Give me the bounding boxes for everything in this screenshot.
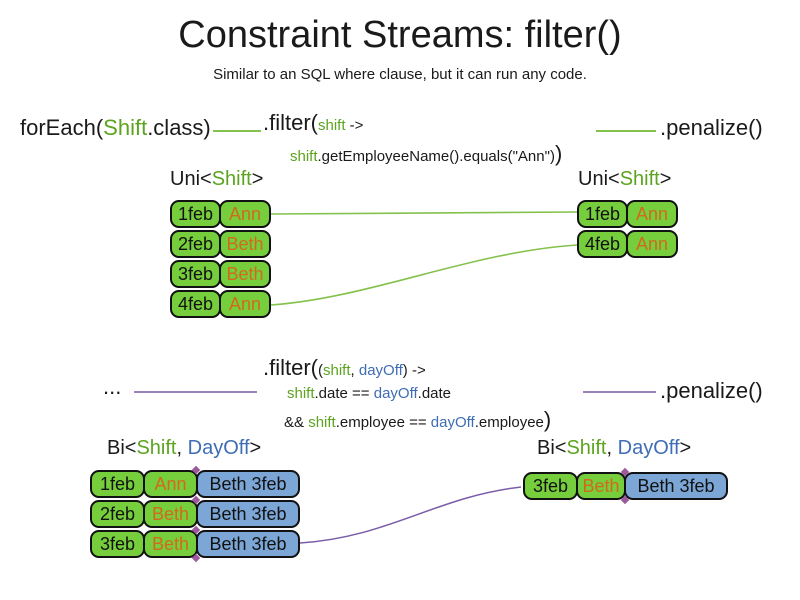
expr-shift: shift bbox=[287, 385, 315, 402]
filter-arrow: ) -> bbox=[402, 362, 426, 379]
uni-left-pre: Uni< bbox=[170, 168, 212, 190]
connector-row-4feb bbox=[270, 244, 578, 306]
bi-left-post: > bbox=[249, 437, 262, 459]
shift-date-cell: 3feb bbox=[523, 472, 578, 500]
filter-method: .filter( bbox=[263, 110, 318, 135]
shift-date-cell: 3feb bbox=[170, 260, 221, 288]
filter-code-bottom-line1: .filter((shift, dayOff) -> bbox=[263, 355, 426, 381]
uni-left-type: Shift bbox=[211, 168, 252, 190]
filter-arrow: -> bbox=[345, 117, 364, 134]
shift-name-cell: Ann bbox=[626, 230, 678, 258]
shift-date-cell: 2feb bbox=[170, 230, 221, 258]
dayoff-pair-cell: Beth 3feb bbox=[196, 530, 300, 558]
bi-left-pre: Bi< bbox=[107, 437, 137, 459]
uni-left-post: > bbox=[251, 168, 264, 190]
shift-name-cell: Beth bbox=[143, 530, 198, 558]
foreach-pre: forEach( bbox=[20, 115, 104, 140]
filter-body-var: shift bbox=[290, 148, 318, 165]
uni-label-left: Uni<Shift> bbox=[170, 168, 263, 191]
filter-close-paren: ) bbox=[543, 407, 552, 432]
penalize-code-top: .penalize() bbox=[660, 115, 763, 140]
connector-row-1feb bbox=[270, 211, 578, 215]
expr-end: .date bbox=[417, 385, 452, 402]
foreach-class: Shift bbox=[103, 115, 148, 140]
shift-date-cell: 1feb bbox=[90, 470, 145, 498]
shift-date-cell: 1feb bbox=[577, 200, 628, 228]
filter-param-sep: , bbox=[350, 362, 359, 379]
bi-left-dayoff: DayOff bbox=[187, 437, 250, 459]
foreach-code: forEach(Shift.class) bbox=[20, 115, 211, 141]
page-title: Constraint Streams: filter() bbox=[178, 14, 622, 56]
filter-method: .filter( bbox=[263, 355, 318, 380]
uni-right-pre: Uni< bbox=[578, 168, 620, 190]
filter-open-paren: ( bbox=[318, 362, 323, 379]
shift-date-cell: 3feb bbox=[90, 530, 145, 558]
shift-date-cell: 4feb bbox=[170, 290, 221, 318]
shift-name-cell: Beth bbox=[143, 500, 198, 528]
expr-and: && bbox=[284, 414, 309, 431]
filter-code-bottom-line3: && shift.employee == dayOff.employee) bbox=[284, 407, 551, 433]
shift-name-cell: Beth bbox=[219, 230, 271, 258]
filter-param-dayoff: dayOff bbox=[358, 362, 403, 379]
shift-date-cell: 2feb bbox=[90, 500, 145, 528]
page-subtitle: Similar to an SQL where clause, but it c… bbox=[213, 66, 587, 83]
expr-shift: shift bbox=[308, 414, 336, 431]
bi-right-shift: Shift bbox=[566, 437, 607, 459]
expr-mid: .employee == bbox=[335, 414, 431, 431]
bi-left-sep: , bbox=[176, 437, 188, 459]
expr-mid: .date == bbox=[314, 385, 374, 402]
filter-code-top-line2: shift.getEmployeeName().equals("Ann")) bbox=[290, 141, 562, 167]
shift-name-cell: Beth bbox=[219, 260, 271, 288]
bi-right-pre: Bi< bbox=[537, 437, 567, 459]
source-ellipsis: ... bbox=[103, 374, 122, 399]
dayoff-pair-cell: Beth 3feb bbox=[624, 472, 728, 500]
uni-label-right: Uni<Shift> bbox=[578, 168, 671, 191]
shift-name-cell: Ann bbox=[219, 290, 271, 318]
filter-code-top-line1: .filter(shift -> bbox=[263, 110, 363, 136]
shift-date-cell: 1feb bbox=[170, 200, 221, 228]
filter-body-expr: .getEmployeeName().equals("Ann") bbox=[317, 148, 555, 165]
penalize-code-bottom: .penalize() bbox=[660, 378, 763, 403]
bi-right-sep: , bbox=[606, 437, 618, 459]
uni-right-post: > bbox=[659, 168, 672, 190]
filter-param: shift bbox=[318, 117, 346, 134]
bi-label-right: Bi<Shift, DayOff> bbox=[537, 437, 691, 460]
bi-right-post: > bbox=[679, 437, 692, 459]
shift-name-cell: Ann bbox=[219, 200, 271, 228]
filter-close-paren: ) bbox=[554, 141, 563, 166]
expr-dayoff: dayOff bbox=[430, 414, 475, 431]
bi-right-dayoff: DayOff bbox=[617, 437, 680, 459]
shift-name-cell: Beth bbox=[576, 472, 626, 500]
bi-label-left: Bi<Shift, DayOff> bbox=[107, 437, 261, 460]
shift-name-cell: Ann bbox=[626, 200, 678, 228]
filter-code-bottom-line2: shift.date == dayOff.date bbox=[287, 385, 451, 402]
expr-dayoff: dayOff bbox=[373, 385, 418, 402]
bi-left-shift: Shift bbox=[136, 437, 177, 459]
foreach-post: .class) bbox=[147, 115, 211, 140]
shift-name-cell: Ann bbox=[143, 470, 198, 498]
filter-param-shift: shift bbox=[323, 362, 351, 379]
dayoff-pair-cell: Beth 3feb bbox=[196, 500, 300, 528]
shift-date-cell: 4feb bbox=[577, 230, 628, 258]
dayoff-pair-cell: Beth 3feb bbox=[196, 470, 300, 498]
uni-right-type: Shift bbox=[619, 168, 660, 190]
expr-end: .employee bbox=[474, 414, 544, 431]
connector-row-3feb-pair bbox=[299, 486, 522, 544]
